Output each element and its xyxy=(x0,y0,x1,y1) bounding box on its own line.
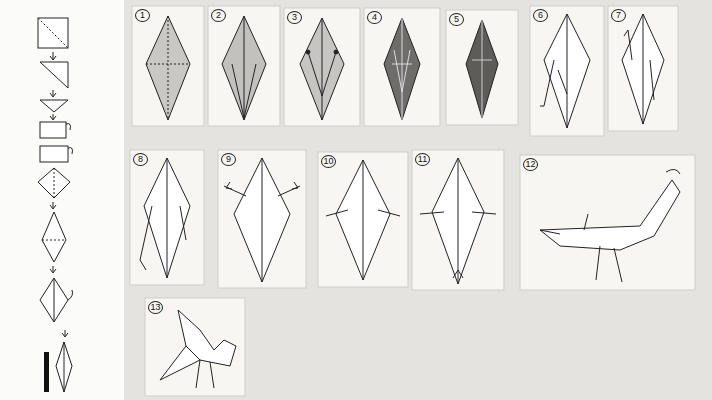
step-number: 1 xyxy=(135,9,150,22)
step-number: 9 xyxy=(221,153,236,166)
step-number: 4 xyxy=(367,11,382,24)
step-number: 12 xyxy=(523,158,538,171)
step-number: 10 xyxy=(321,155,336,168)
step-number: 7 xyxy=(611,9,626,22)
step-number: 5 xyxy=(449,13,464,26)
step-number: 11 xyxy=(415,153,430,166)
step-number: 3 xyxy=(287,11,302,24)
step-number: 8 xyxy=(133,153,148,166)
step-number: 13 xyxy=(148,301,163,314)
black-bar xyxy=(44,352,49,392)
left-strip xyxy=(0,0,124,400)
fold-figures xyxy=(140,14,680,388)
step-number: 6 xyxy=(533,9,548,22)
step-number: 2 xyxy=(211,9,226,22)
instruction-cards xyxy=(130,6,695,396)
left-steps xyxy=(38,18,73,392)
